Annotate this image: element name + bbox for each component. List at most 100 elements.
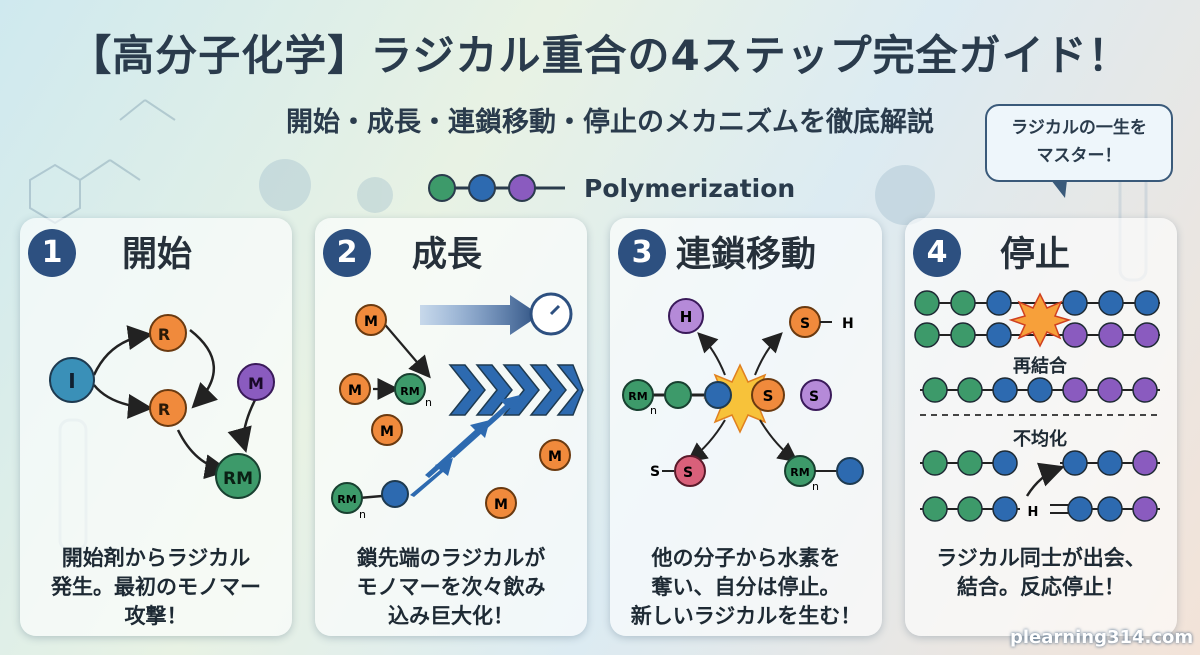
legend-label: Polymerization: [584, 173, 796, 203]
monomer-M-5: [485, 487, 517, 519]
sulfur-S-label: S: [763, 387, 774, 405]
speech-bubble: ラジカルの一生を マスター！: [985, 104, 1173, 198]
radical-RMn-growing: [331, 482, 363, 514]
subscript-n-2: n: [359, 508, 366, 521]
subscript-n: n: [650, 404, 657, 417]
monomer-bead: [992, 496, 1018, 522]
monomer-bead: [1027, 377, 1053, 403]
monomer-bead: [992, 377, 1018, 403]
step-desc-2-line3: 込み巨大化！: [388, 604, 514, 628]
radical-R-bottom-label: R: [158, 400, 170, 419]
step-desc-3: 他の分子から水素を 奪い、自分は停止。 新しいラジカルを生む！: [610, 544, 882, 631]
radical-S: [800, 379, 832, 411]
sulfur-S: [751, 378, 785, 412]
step-panel-termination: [905, 218, 1177, 636]
disproportionation-label: 不均化: [1013, 428, 1067, 450]
gear-icon: [875, 165, 935, 225]
step-number-4: 4: [913, 229, 961, 277]
radical-RMn: [622, 379, 654, 411]
new-radical-S: [674, 455, 706, 487]
step-desc-2-line1: 鎖先端のラジカルが: [356, 546, 546, 570]
site-watermark: plearning314.com: [1010, 627, 1194, 648]
monomer-M-4-label: M: [548, 449, 562, 465]
initiator-I-label: I: [68, 369, 75, 393]
radical-R-bottom: [149, 389, 187, 427]
monomer-bead: [986, 322, 1012, 348]
monomer-bead: [922, 496, 948, 522]
chain-end-monomer: [381, 480, 409, 508]
monomer-bead: [957, 496, 983, 522]
termination-diagram: 再結合 不均化 H: [914, 290, 1160, 522]
monomer-bead: [957, 377, 983, 403]
radical-R-top: [149, 314, 187, 352]
speech-bubble-line1: ラジカルの一生を: [1011, 118, 1147, 138]
s-prefix-label: S: [650, 464, 660, 480]
new-radical-S-label: S: [683, 465, 693, 481]
step-desc-4-line2: 結合。反応停止！: [957, 575, 1125, 599]
propagation-diagram: M M RM n M M M RM n: [331, 292, 584, 521]
monomer-bead: [1132, 377, 1158, 403]
monomer-bead: [1134, 322, 1160, 348]
polymerization-legend: Polymerization: [420, 170, 795, 206]
gear-icon: [259, 159, 311, 211]
initiator-I: [49, 357, 95, 403]
monomer-bead: [1062, 450, 1088, 476]
monomer-bead: [1097, 377, 1123, 403]
monomer-bead: [992, 450, 1018, 476]
step-desc-1: 開始剤からラジカル 発生。最初のモノマー 攻撃！: [20, 544, 292, 631]
monomer-bead: [950, 322, 976, 348]
radical-RMn-label: RM: [628, 390, 647, 403]
monomer-M-label: M: [248, 374, 264, 393]
step-desc-3-line2: 奪い、自分は停止。: [651, 575, 841, 599]
step-desc-4-line1: ラジカル同士が出会、: [936, 546, 1146, 570]
step-title-1: 開始: [122, 235, 193, 275]
monomer-bead: [1134, 290, 1160, 316]
chevron-arrows-icon: [448, 364, 584, 416]
polymer-chain-icon: [428, 174, 565, 202]
step-number-1: 1: [28, 229, 76, 277]
step-title-4: 停止: [1000, 235, 1071, 275]
page-subtitle: 開始・成長・連鎖移動・停止のメカニズムを徹底解説: [286, 107, 934, 138]
monomer-M-1-label: M: [364, 314, 378, 330]
monomer-bead: [1097, 450, 1123, 476]
molecule-hexagon-icon: [29, 163, 81, 225]
step-desc-4: ラジカル同士が出会、 結合。反応停止！: [905, 544, 1177, 602]
monomer-bead: [1132, 450, 1158, 476]
monomer-bead: [1097, 496, 1123, 522]
hydrogen-H-label: H: [1028, 505, 1039, 520]
monomer-M-3-label: M: [380, 424, 394, 440]
speech-bubble-line2: マスター！: [1036, 146, 1122, 166]
step-panel-propagation: [315, 218, 587, 636]
step-number-2: 2: [323, 229, 371, 277]
monomer-bead: [986, 290, 1012, 316]
step-title-3: 連鎖移動: [676, 235, 817, 275]
monomer-bead: [950, 290, 976, 316]
monomer-bead: [1132, 496, 1158, 522]
step-title-2: 成長: [412, 235, 483, 275]
step-desc-2-line2: モノマーを次々飲み: [356, 575, 546, 599]
radical-R-top-label: R: [158, 325, 170, 344]
radical-S-label: S: [809, 389, 819, 405]
subscript-n-2: n: [812, 480, 819, 493]
step-desc-3-line3: 新しいラジカルを生む！: [630, 604, 862, 628]
monomer-M-4: [539, 439, 571, 471]
radical-RM-label: RM: [223, 469, 253, 489]
thiol-H-label: H: [842, 316, 854, 332]
terminated-RMn-label: RM: [790, 466, 809, 479]
monomer-bead: [1067, 496, 1093, 522]
thiol-S-label: S: [800, 316, 810, 332]
hydrogen-H: [668, 298, 704, 334]
monomer-bead: [1098, 290, 1124, 316]
monomer-bead: [1062, 322, 1088, 348]
step-desc-1-line2: 発生。最初のモノマー: [51, 575, 261, 599]
chain-transfer-diagram: RM n S S H S H S S RM n: [622, 298, 864, 493]
subscript-n: n: [425, 396, 432, 409]
monomer-bead: [1098, 322, 1124, 348]
monomer-bead: [1062, 377, 1088, 403]
page-title: 【高分子化学】ラジカル重合の4ステップ完全ガイド！: [69, 31, 1131, 80]
step-desc-1-line1: 開始剤からラジカル: [61, 546, 251, 570]
monomer-M-2-label: M: [348, 383, 362, 399]
monomer-M: [237, 363, 275, 401]
radical-RM: [215, 453, 261, 499]
monomer-bead: [957, 450, 983, 476]
